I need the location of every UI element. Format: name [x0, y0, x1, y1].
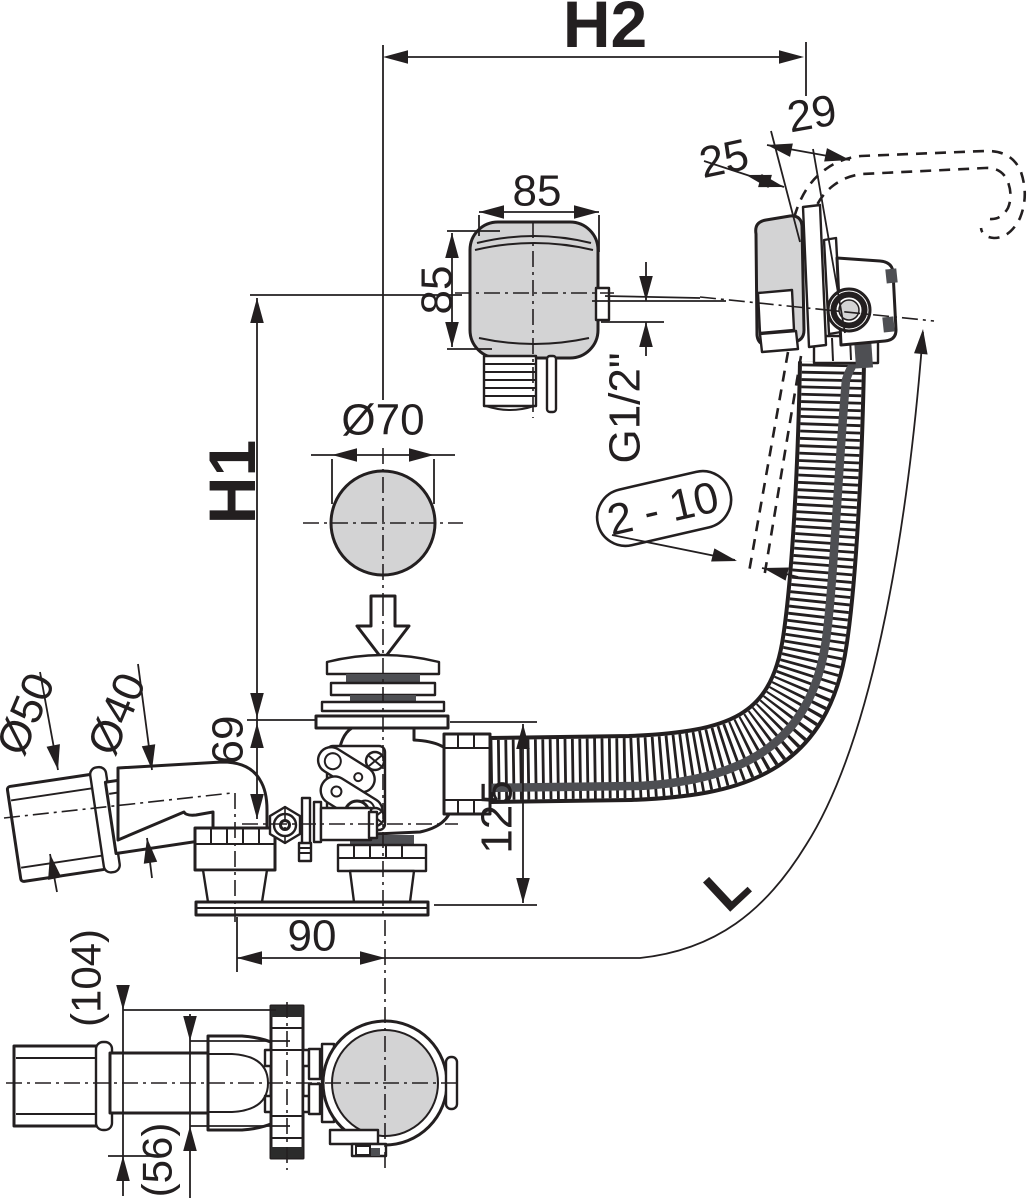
label-85-width: 85	[513, 167, 562, 216]
rotary-control-knob	[468, 220, 611, 414]
outlet-elbow	[116, 760, 269, 842]
drain-assembly-bottom-view	[12, 1004, 459, 1160]
overflow-nub-top	[885, 268, 898, 284]
label-125: 125	[473, 780, 522, 853]
wall-range-callout	[595, 469, 733, 548]
dimension-labels: H2 29 25 85 85 G1/2" Ø70 H1 2 - 10 Ø50 Ø…	[0, 0, 840, 1197]
label-69: 69	[204, 716, 253, 765]
cable-connector	[853, 337, 874, 369]
label-wall-range: 2 - 10	[603, 472, 724, 545]
tub-wall-dashed-outline	[747, 149, 1027, 579]
label-25: 25	[695, 130, 753, 188]
corrugated-overflow-hose	[384, 354, 866, 804]
label-56: (56)	[134, 1123, 181, 1198]
placement-arrow	[355, 594, 411, 662]
label-hose-length: L	[692, 852, 762, 924]
label-thread-g12: G1/2"	[601, 352, 650, 463]
label-90: 90	[288, 912, 337, 961]
label-104: (104)	[63, 929, 110, 1027]
label-h2: H2	[563, 0, 647, 61]
hose-length-dimension-curve	[237, 331, 924, 959]
label-29: 29	[784, 86, 841, 143]
knob-pin	[545, 354, 558, 414]
bowden-cable	[393, 354, 863, 794]
label-plug-diameter: Ø70	[341, 396, 424, 445]
center-lines	[3, 222, 935, 1170]
label-h1: H1	[195, 440, 269, 524]
overflow-nub-bottom	[882, 316, 895, 333]
dimension-lines	[39, 42, 924, 1198]
label-85-height: 85	[413, 266, 462, 315]
knob-thread	[482, 354, 538, 411]
screw-top	[364, 750, 386, 772]
